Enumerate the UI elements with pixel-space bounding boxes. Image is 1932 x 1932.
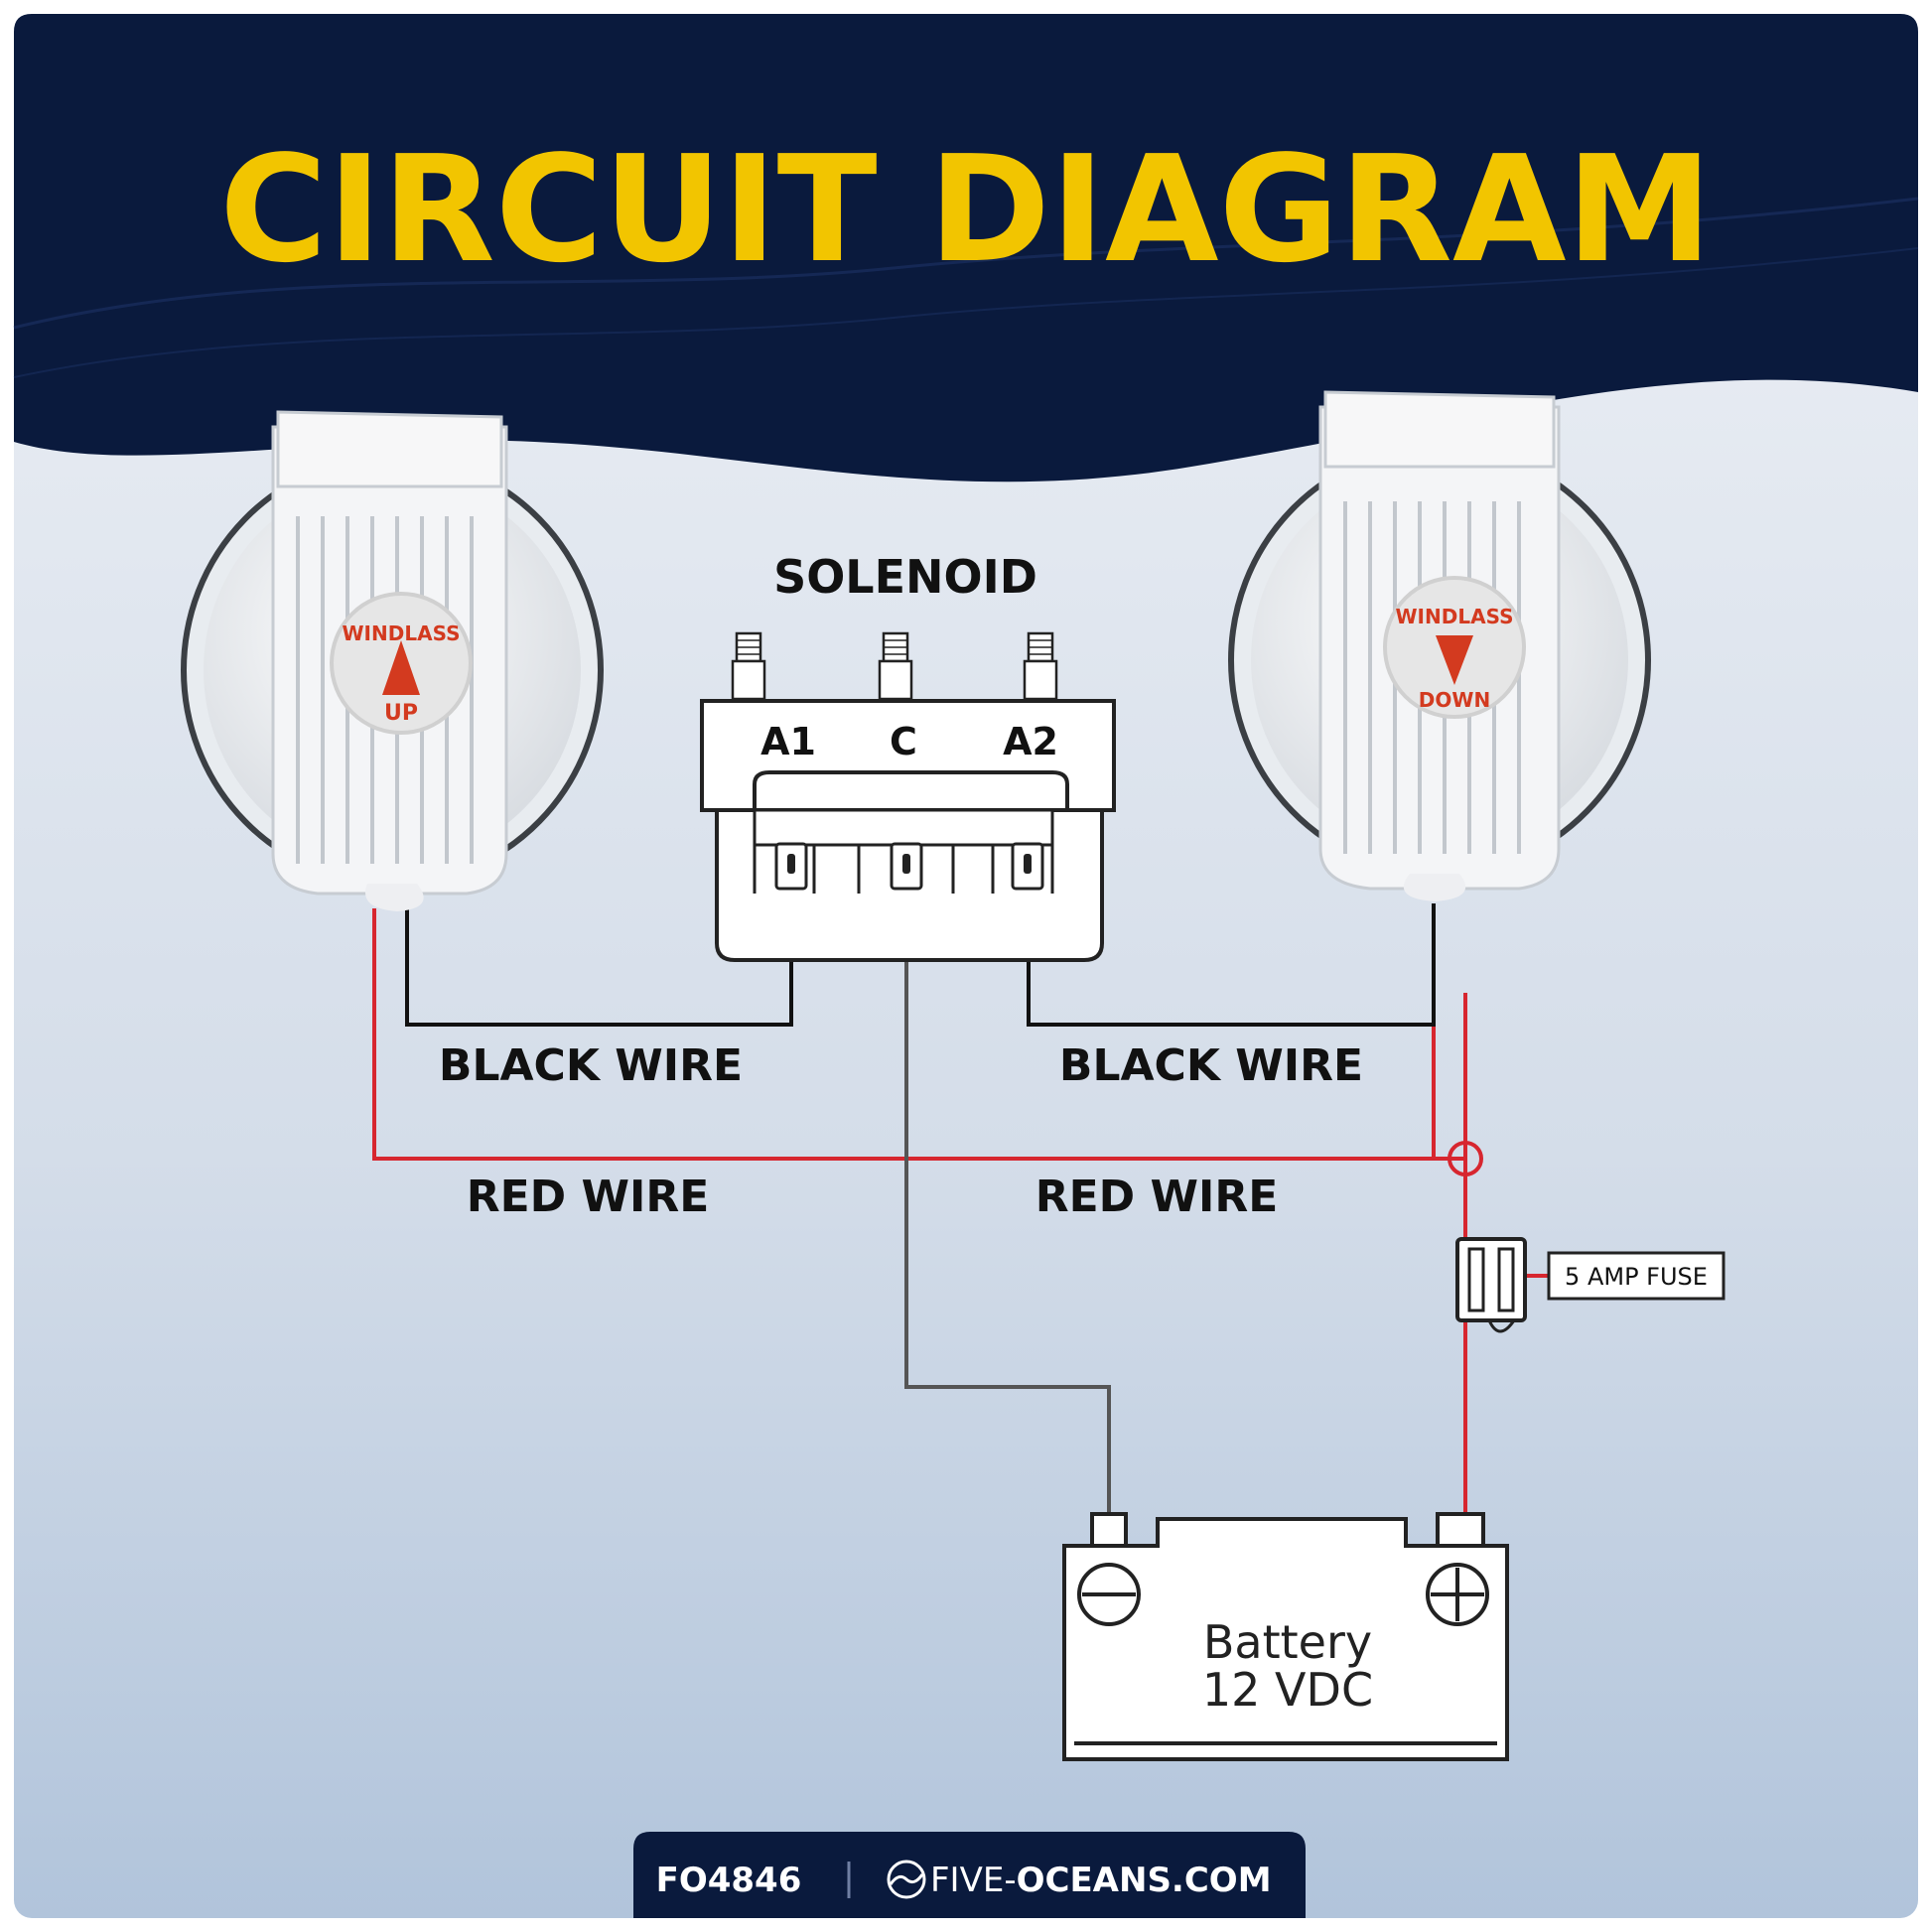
solenoid-label: SOLENOID bbox=[773, 550, 1037, 604]
header-wave-line bbox=[13, 247, 1919, 378]
red-wire-left bbox=[372, 908, 1465, 1161]
page-title: CIRCUIT DIAGRAM bbox=[219, 124, 1713, 295]
footer-badge[interactable]: FO4846 FIVE-OCEANS.COM bbox=[633, 1832, 1306, 1918]
fuse bbox=[1455, 1237, 1527, 1333]
fuse-label-box bbox=[1547, 1251, 1725, 1301]
up-direction: UP bbox=[384, 701, 418, 726]
product-code: FO4846 bbox=[656, 1861, 802, 1900]
red-junction bbox=[1448, 1141, 1483, 1176]
black-wire-left-label: BLACK WIRE bbox=[439, 1040, 743, 1091]
website-link[interactable]: FIVE-OCEANS.COM bbox=[930, 1861, 1272, 1900]
down-brand: WINDLASS bbox=[1396, 605, 1514, 628]
header-wave bbox=[14, 14, 1918, 483]
five-oceans-logo-icon bbox=[887, 1860, 926, 1899]
red-wire-left-label: RED WIRE bbox=[467, 1172, 710, 1222]
terminal-c: C bbox=[890, 720, 917, 763]
black-wire-right-label: BLACK WIRE bbox=[1059, 1040, 1363, 1091]
battery: Battery 12 VDC bbox=[1062, 1512, 1509, 1761]
fuse-label: 5 AMP FUSE bbox=[1565, 1263, 1708, 1291]
windlass-down-switch[interactable]: WINDLASS DOWN bbox=[1228, 390, 1651, 901]
header-wave-line bbox=[13, 197, 1919, 330]
windlass-up-switch[interactable]: WINDLASS UP bbox=[181, 410, 604, 911]
battery-voltage: 12 VDC bbox=[1202, 1663, 1373, 1717]
ground-wire bbox=[904, 859, 1111, 1517]
down-arrow-icon bbox=[1436, 635, 1473, 685]
red-wire-right-label: RED WIRE bbox=[1035, 1172, 1279, 1222]
solenoid: A1 C A2 bbox=[700, 631, 1116, 962]
down-direction: DOWN bbox=[1419, 688, 1490, 712]
battery-label: Battery bbox=[1203, 1615, 1372, 1669]
terminal-a1: A1 bbox=[760, 720, 816, 763]
terminal-a2: A2 bbox=[1003, 720, 1058, 763]
up-arrow-icon bbox=[382, 640, 420, 695]
